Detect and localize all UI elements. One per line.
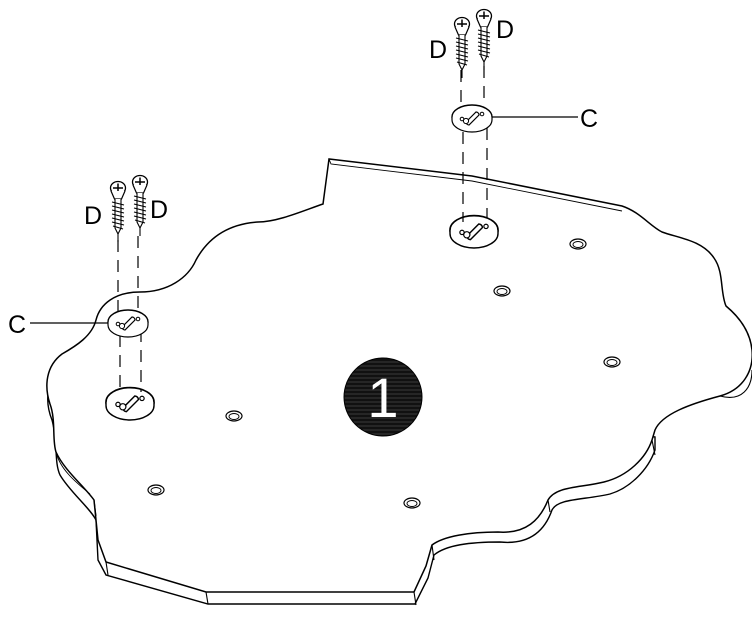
hole [569,238,587,250]
alignment-lines [117,66,488,395]
bracket-c-left [107,309,149,338]
screw-icon [109,180,127,243]
hole [225,410,243,422]
label-c-left: C [8,311,26,339]
step-number: 1 [367,366,398,429]
installed-bracket-left [105,386,155,421]
screws-right [453,8,493,79]
label-d-right-1: D [429,36,447,64]
installed-bracket-right [449,214,499,249]
screw-icon [475,8,493,71]
screws-left [109,174,149,243]
hole [403,497,421,509]
hole [147,484,165,496]
screw-icon [453,16,471,79]
screw-icon [131,174,149,237]
hole [493,285,511,297]
label-d-left-1: D [84,202,102,230]
leader-lines [30,116,578,324]
label-d-right-2: D [496,16,514,44]
label-d-left-2: D [150,196,168,224]
label-c-right: C [580,105,598,133]
step-badge: 1 [343,357,423,437]
bracket-c-right [451,104,493,133]
hole [603,356,621,368]
